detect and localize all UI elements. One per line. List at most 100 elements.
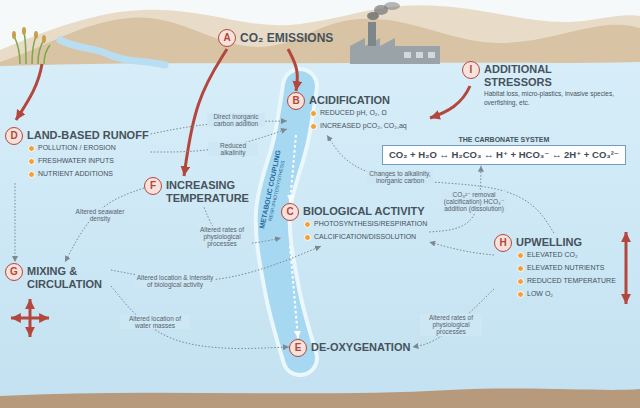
- bullet-text: INCREASED pCO₂, CO₂,aq: [320, 122, 407, 130]
- bullet-row: PHOTOSYNTHESIS/RESPIRATION: [303, 218, 427, 231]
- edge-label-box: Changes to alkalinity, inorganic carbon: [367, 169, 433, 187]
- bullet-text: REDUCED TEMPERATURE: [527, 277, 616, 285]
- driver-node: ACO₂ EMISSIONS: [218, 28, 335, 49]
- smoke: [384, 2, 400, 10]
- edge-label-box: Altered location of water masses: [120, 314, 190, 332]
- body-text: Habitat loss, micro-plastics, invasive s…: [484, 90, 629, 107]
- grass-seeds: [12, 27, 46, 43]
- connector: [290, 246, 298, 338]
- band-core: [273, 86, 300, 358]
- bullet-text: NUTRIENT ADDITIONS: [38, 170, 113, 178]
- marsh-grass: [14, 32, 50, 64]
- bullet-text: ELEVATED NUTRIENTS: [527, 264, 605, 272]
- callout-letter: H: [499, 238, 506, 248]
- box-heading: THE CARBONATE SYSTEM: [382, 136, 626, 144]
- bullet-dot: [517, 278, 524, 285]
- driver-node: FINCREASING TEMPERATURE: [144, 176, 256, 207]
- grass-blade: [32, 36, 36, 64]
- window: [416, 52, 423, 58]
- bullet-dot: [304, 234, 311, 241]
- bullet-text: LOW O₂: [527, 290, 553, 298]
- seed-head: [12, 31, 16, 39]
- grass-blade: [38, 40, 44, 64]
- bullet-row: LOW O₂: [516, 288, 616, 301]
- callout-letter: E: [295, 343, 302, 353]
- impact-node: C BIOLOGICAL ACTIVITYPHOTOSYNTHESIS/RESPI…: [281, 202, 429, 246]
- edge-label-box: CO₃²⁻ removal (calcification) HCO₃⁻ addi…: [441, 191, 507, 216]
- callout-letter: I: [470, 65, 473, 75]
- letter-circle: A: [218, 29, 236, 47]
- edge-label: Changes to alkalinity, inorganic carbon: [367, 170, 433, 185]
- impact-node: E DE-OXYGENATION: [289, 338, 412, 359]
- connector: [412, 289, 494, 347]
- edge-label-box: Altered rates of physiological processes: [192, 226, 252, 251]
- letter-circle: C: [281, 203, 299, 221]
- bullet-dot: [517, 252, 524, 259]
- bullet-dot: [304, 221, 311, 228]
- ocean-water: [0, 62, 640, 408]
- bullet-dot: [28, 145, 35, 152]
- equation: CO₂ + H₂O ↔ H₂CO₃ ↔ H⁺ + HCO₃⁻ ↔ 2H⁺ + C…: [389, 149, 619, 160]
- edge-label-box: Altered seawater density: [72, 207, 128, 225]
- letter-circle: F: [144, 177, 162, 195]
- bullet-row: REDUCED TEMPERATURE: [516, 275, 616, 288]
- text-column: INCREASING TEMPERATURE: [166, 177, 254, 205]
- edge-label-box: Reduced alkalinity: [208, 141, 258, 159]
- chimney: [368, 22, 376, 46]
- callout-letter: A: [223, 33, 230, 43]
- heading: INCREASING TEMPERATURE: [166, 179, 254, 205]
- seed-head: [22, 27, 26, 35]
- grass-blade: [44, 45, 50, 64]
- edge-label: Altered location & intensity of biologic…: [135, 274, 215, 289]
- edge-label: Altered rates of physiological processes: [192, 226, 252, 248]
- text-column: ACIDIFICATIONREDUCED pH, O₂, ΩINCREASED …: [309, 92, 407, 133]
- ocean-floor: [0, 389, 640, 408]
- window: [404, 52, 411, 58]
- bullet-row: REDUCED pH, O₂, Ω: [309, 107, 407, 120]
- near-hills: [0, 18, 640, 68]
- connector: [65, 188, 144, 262]
- factory-building: [350, 38, 440, 64]
- edge-label: Altered seawater density: [72, 208, 128, 223]
- edge-label-box: Direct inorganic carbon addition: [207, 112, 265, 130]
- driver-node: GMIXING & CIRCULATION: [5, 262, 111, 293]
- text-column: UPWELLINGELEVATED CO₂ELEVATED NUTRIENTSR…: [516, 234, 616, 301]
- text-column: DE-OXYGENATION: [311, 339, 410, 354]
- connector: [111, 286, 289, 348]
- seed-head: [42, 35, 46, 43]
- mixing-arrow: [29, 299, 32, 337]
- bullet-text: ELEVATED CO₂: [527, 251, 578, 259]
- text-column: BIOLOGICAL ACTIVITYPHOTOSYNTHESIS/RESPIR…: [303, 203, 427, 244]
- letter-circle: E: [289, 339, 307, 357]
- heading: ADDITIONAL STRESSORS: [484, 63, 576, 89]
- edge-label-box: Altered location & intensity of biologic…: [135, 273, 215, 291]
- bullet-row: FRESHWATER INPUTS: [27, 155, 149, 168]
- bullet-dot: [310, 123, 317, 130]
- runoff-arrow: [16, 64, 42, 120]
- carbonate-box: THE CARBONATE SYSTEM CO₂ + H₂O ↔ H₂CO₃ ↔ …: [381, 136, 627, 166]
- bullet-row: ELEVATED NUTRIENTS: [516, 262, 616, 275]
- edge-label: Altered location of water masses: [120, 315, 190, 330]
- connector: [15, 183, 16, 262]
- driver-node: HUPWELLINGELEVATED CO₂ELEVATED NUTRIENTS…: [494, 233, 618, 303]
- bullet-row: POLLUTION / EROSION: [27, 142, 149, 155]
- seed-head: [34, 31, 38, 39]
- bullet-dot: [517, 291, 524, 298]
- letter-circle: H: [494, 234, 512, 252]
- heading: LAND-BASED RUNOFF: [27, 129, 149, 142]
- window: [428, 52, 435, 58]
- bullet-row: INCREASED pCO₂, CO₂,aq: [309, 120, 407, 133]
- band-glow: [273, 86, 300, 358]
- impact-node: BACIDIFICATIONREDUCED pH, O₂, ΩINCREASED…: [287, 91, 409, 135]
- text-column: MIXING & CIRCULATION: [27, 263, 109, 291]
- callout-letter: C: [286, 207, 293, 217]
- bullet-dot: [310, 110, 317, 117]
- heading: DE-OXYGENATION: [311, 341, 410, 354]
- connector: [429, 242, 494, 255]
- text-column: LAND-BASED RUNOFFPOLLUTION / EROSIONFRES…: [27, 127, 149, 181]
- bullet-dot: [28, 158, 35, 165]
- grass-blade: [24, 32, 26, 64]
- grass-blade: [14, 36, 20, 64]
- bullet-row: CALCIFICATION/DISSOLUTION: [303, 231, 427, 244]
